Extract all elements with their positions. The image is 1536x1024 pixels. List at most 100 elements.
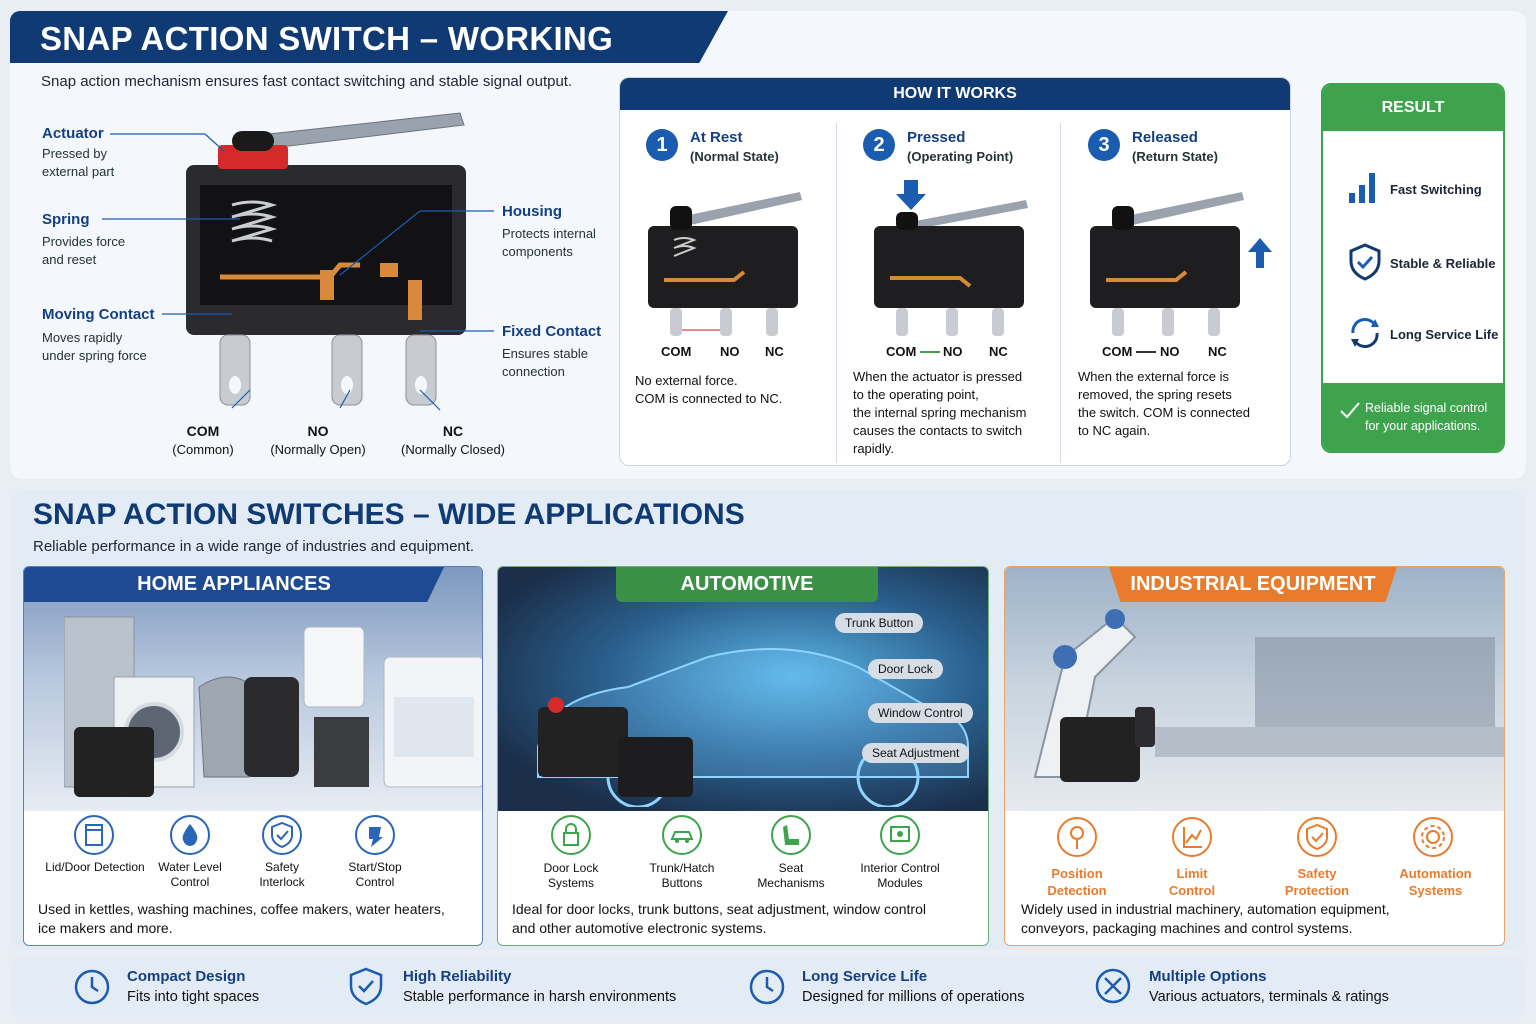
industrial-icon-label: Automation bbox=[1399, 866, 1472, 881]
industrial-desc-line: conveyors, packaging machines and contro… bbox=[1021, 920, 1353, 936]
step-1-com: COM bbox=[661, 344, 692, 359]
pin-nc-sub: (Normally Closed) bbox=[400, 442, 506, 457]
home-appliances-image bbox=[24, 567, 482, 811]
step-3-title: Released bbox=[1132, 129, 1198, 146]
feature-sub: Designed for millions of operations bbox=[802, 989, 1025, 1005]
moving-contact-desc-2: under spring force bbox=[42, 348, 147, 363]
step-3-desc-line: the switch. COM is connected bbox=[1078, 405, 1250, 420]
housing-desc-1: Protects internal bbox=[502, 226, 596, 241]
refresh-cycle-icon bbox=[1351, 318, 1379, 348]
step-2-switch-illustration bbox=[874, 180, 1028, 336]
auto-icon-label: Interior Control bbox=[860, 861, 940, 875]
limit-chart-icon bbox=[1172, 817, 1212, 857]
feature-sub: Stable performance in harsh environments bbox=[403, 989, 677, 1005]
industrial-image bbox=[1005, 567, 1504, 811]
step-divider bbox=[1060, 123, 1061, 463]
home-icon-label: Start/Stop bbox=[348, 860, 402, 874]
safety-shield-icon bbox=[1297, 817, 1337, 857]
checkmark-icon bbox=[1340, 402, 1360, 419]
home-desc-line: ice makers and more. bbox=[38, 920, 173, 936]
home-appliances-card: HOME APPLIANCES Lid/Door Detection Water… bbox=[23, 566, 483, 946]
feature-title: Long Service Life bbox=[802, 968, 928, 985]
home-icon-label: Interlock bbox=[259, 875, 305, 889]
industrial-icon-label: Detection bbox=[1047, 883, 1107, 898]
actuator-label: Actuator bbox=[42, 125, 104, 142]
auto-desc-line: Ideal for door locks, trunk buttons, sea… bbox=[512, 901, 926, 917]
result-heading: RESULT bbox=[1323, 85, 1503, 131]
factory-illustration bbox=[1033, 609, 1504, 782]
home-icon-label: Lid/Door Detection bbox=[45, 860, 145, 874]
tag-seat-adjustment: Seat Adjustment bbox=[862, 743, 970, 763]
step-3-no: NO bbox=[1160, 344, 1180, 359]
step-3-number: 3 bbox=[1088, 129, 1120, 161]
tag-window-control: Window Control bbox=[868, 703, 973, 723]
pin-com-label: COM bbox=[186, 423, 220, 439]
actuator-desc-1: Pressed by bbox=[42, 146, 108, 161]
step-2-number: 2 bbox=[863, 129, 895, 161]
moving-contact-desc-1: Moves rapidly bbox=[42, 330, 123, 345]
industrial-icon-label: Position bbox=[1051, 866, 1103, 881]
tools-icon bbox=[1095, 968, 1131, 1004]
step-2-title: Pressed bbox=[907, 129, 966, 146]
industrial-icon-label: Safety bbox=[1297, 866, 1337, 881]
home-desc-line: Used in kettles, washing machines, coffe… bbox=[38, 901, 445, 917]
home-icon-label: Water Level bbox=[158, 860, 222, 874]
lid-door-detection-icon bbox=[74, 815, 114, 855]
feature-title: High Reliability bbox=[403, 968, 512, 985]
step-divider bbox=[836, 123, 837, 463]
step-3-desc-line: to NC again. bbox=[1078, 423, 1151, 438]
fixed-contact-desc-1: Ensures stable bbox=[502, 346, 588, 361]
step-1-desc-line: No external force. bbox=[635, 373, 738, 388]
step-3-desc-line: When the external force is bbox=[1078, 369, 1230, 384]
water-drop-icon bbox=[170, 815, 210, 855]
how-it-works-panel: HOW IT WORKS 1 At Rest (Normal State) CO… bbox=[619, 77, 1291, 466]
start-stop-icon bbox=[355, 815, 395, 855]
shield-icon bbox=[349, 967, 383, 1006]
auto-icon-label: Trunk/Hatch bbox=[649, 861, 715, 875]
result-footer-line-1: Reliable signal control bbox=[1365, 401, 1488, 415]
step-1-no: NO bbox=[720, 344, 740, 359]
actuator-desc-2: external part bbox=[42, 164, 115, 179]
home-icon-label: Control bbox=[170, 875, 210, 889]
auto-icon-label: Seat bbox=[778, 861, 804, 875]
moving-contact-label: Moving Contact bbox=[42, 306, 155, 323]
industrial-icon-label: Systems bbox=[1408, 883, 1463, 898]
result-item-fast-switching: Fast Switching bbox=[1390, 182, 1482, 197]
signal-bars-icon bbox=[1349, 173, 1375, 203]
industrial-equipment-card: INDUSTRIAL EQUIPMENT Position Detection … bbox=[1004, 566, 1505, 946]
applications-title: SNAP ACTION SWITCHES – WIDE APPLICATIONS bbox=[33, 498, 745, 531]
industrial-icon-label: Protection bbox=[1284, 883, 1350, 898]
step-3-switch-illustration bbox=[1090, 192, 1272, 336]
feature-title: Compact Design bbox=[127, 968, 246, 985]
step-2-desc-line: causes the contacts to switch bbox=[853, 423, 1023, 438]
home-icon-label: Control bbox=[355, 875, 395, 889]
step-3-com: COM bbox=[1102, 344, 1133, 359]
industrial-heading: INDUSTRIAL EQUIPMENT bbox=[1109, 567, 1397, 602]
pin-no-label: NO bbox=[307, 423, 329, 439]
car-illustration bbox=[537, 648, 969, 807]
step-2-nc: NC bbox=[989, 344, 1008, 359]
step-2-subtitle: (Operating Point) bbox=[907, 149, 1014, 164]
step-2-no: NO bbox=[943, 344, 963, 359]
home-appliances-heading: HOME APPLIANCES bbox=[24, 567, 444, 602]
result-footer: Reliable signal control for your applica… bbox=[1323, 383, 1503, 451]
shield-check-icon bbox=[1349, 243, 1381, 281]
connection-line bbox=[920, 351, 940, 353]
step-2-desc-line: to the operating point, bbox=[853, 387, 979, 402]
result-item-stable-reliable: Stable & Reliable bbox=[1390, 256, 1496, 271]
step-1-subtitle: (Normal State) bbox=[690, 149, 779, 164]
how-it-works-heading: HOW IT WORKS bbox=[620, 78, 1290, 110]
fixed-contact-desc-2: connection bbox=[502, 364, 565, 379]
housing-desc-2: components bbox=[502, 244, 573, 259]
step-1-desc-line: COM is connected to NC. bbox=[635, 391, 783, 406]
page-title: SNAP ACTION SWITCH – WORKING PRINCIPLE bbox=[40, 20, 614, 63]
step-2-desc-line: rapidly. bbox=[853, 441, 894, 456]
home-icon-label: Safety bbox=[264, 860, 300, 874]
automotive-image bbox=[498, 567, 988, 811]
leader-lines bbox=[102, 133, 494, 411]
step-2-com: COM bbox=[886, 344, 917, 359]
tag-door-lock: Door Lock bbox=[868, 659, 943, 679]
spring-desc-1: Provides force bbox=[42, 234, 126, 249]
result-panel: RESULT Fast Switching Stable & Reliable … bbox=[1321, 83, 1505, 453]
automation-gear-icon bbox=[1413, 817, 1453, 857]
